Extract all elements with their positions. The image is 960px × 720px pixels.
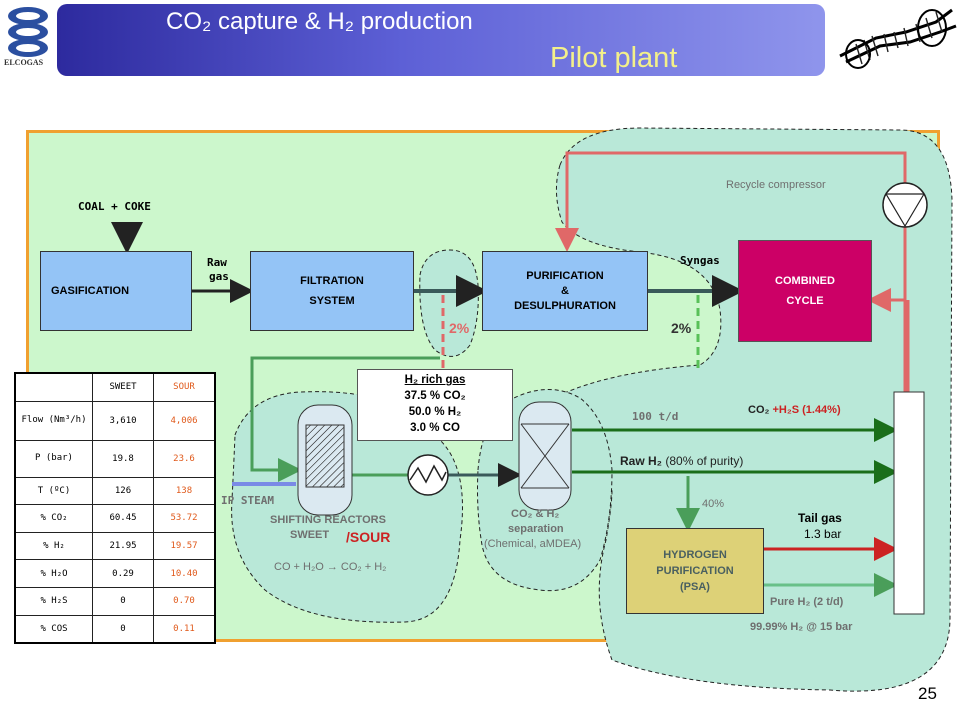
row-sweet: 126 xyxy=(92,476,154,506)
row-sour: 19.57 xyxy=(153,531,216,561)
psa-label-2: PURIFICATION xyxy=(656,565,734,577)
row-sour: 10.40 xyxy=(153,559,216,588)
purification-label-1: PURIFICATION xyxy=(526,269,604,282)
row-label: % H₂O xyxy=(14,559,93,588)
co2-h2s-prefix: CO₂ xyxy=(748,404,770,416)
shift-reaction-label: CO + H₂O → CO₂ + H₂ xyxy=(274,561,387,573)
h2-rich-co: 3.0 % CO xyxy=(410,422,460,434)
shifting-sweet-label: SWEET xyxy=(290,529,330,541)
pure-h2-spec-label: 99.99% H₂ @ 15 bar xyxy=(750,621,853,633)
pct-left-label: 2% xyxy=(449,320,470,336)
pipe-recycle xyxy=(555,151,907,392)
row-sweet: 3,610 xyxy=(92,400,154,441)
row-sweet: 19.8 xyxy=(92,439,154,478)
row-label: Flow (Nm³/h) xyxy=(14,400,93,441)
page-title: CO₂ capture & H₂ production xyxy=(166,8,473,35)
table-row: T (ºC) 126 138 xyxy=(14,476,216,506)
recycle-compressor-icon xyxy=(882,182,928,228)
combined-cycle-label-1: COMBINED xyxy=(775,275,835,287)
tail-gas-label-1: Tail gas xyxy=(798,511,842,525)
tail-gas-label-2: 1.3 bar xyxy=(804,527,842,541)
psa-label-3: (PSA) xyxy=(680,581,710,593)
zone-filter-link xyxy=(419,249,479,357)
table-row: % H₂ 21.95 19.57 xyxy=(14,531,216,561)
filtration-unit: FILTRATION SYSTEM xyxy=(250,251,414,331)
gas-turbine-icon xyxy=(836,2,958,76)
raw-h2-label: Raw H₂ (80% of purity) xyxy=(620,454,743,468)
row-sour: 138 xyxy=(153,476,216,506)
table-row: % CO₂ 60.45 53.72 xyxy=(14,504,216,533)
row-sour: 4,006 xyxy=(153,400,216,441)
h2-rich-h2: 50.0 % H₂ xyxy=(408,406,462,418)
separation-label-3: (Chemical, aMDEA) xyxy=(484,538,582,550)
gasification-unit: GASIFICATION xyxy=(40,251,192,331)
row-sour: 23.6 xyxy=(153,439,216,478)
pure-h2-label: Pure H₂ (2 t/d) xyxy=(770,596,844,608)
row-label: P (bar) xyxy=(14,439,93,478)
filtration-label-1: FILTRATION xyxy=(300,275,364,287)
row-label: % H₂S xyxy=(14,586,93,616)
raw-h2-suffix: (80% of purity) xyxy=(665,454,744,468)
h2-rich-gas-box: H₂ rich gas 37.5 % CO₂ 50.0 % H₂ 3.0 % C… xyxy=(357,369,513,441)
page-subtitle: Pilot plant xyxy=(550,42,678,74)
table-header-row: SWEET SOUR xyxy=(14,372,216,402)
row-sour: 0.70 xyxy=(153,586,216,616)
psa-unit: HYDROGEN PURIFICATION (PSA) xyxy=(626,528,764,614)
separation-column-icon xyxy=(518,401,572,511)
table-row: % COS 0 0.11 xyxy=(14,614,216,644)
table-row: P (bar) 19.8 23.6 xyxy=(14,439,216,478)
purification-label-2: & xyxy=(561,284,569,297)
row-sour: 53.72 xyxy=(153,504,216,533)
row-sour: 0.11 xyxy=(153,614,216,644)
table-header-sweet: SWEET xyxy=(92,372,154,402)
pct-right-label: 2% xyxy=(671,320,692,336)
title-banner xyxy=(57,4,825,76)
elcogas-logo-icon xyxy=(2,4,54,74)
composition-table: SWEET SOUR Flow (Nm³/h) 3,610 4,006 P (b… xyxy=(14,372,216,645)
row-sweet: 60.45 xyxy=(92,504,154,533)
logo-text: ELCOGAS xyxy=(4,58,44,67)
filtration-label-2: SYSTEM xyxy=(309,295,355,307)
co2-h2s-suffix: +H₂S (1.44%) xyxy=(772,404,841,416)
table-row: % H₂O 0.29 10.40 xyxy=(14,559,216,588)
table-row: Flow (Nm³/h) 3,610 4,006 xyxy=(14,400,216,441)
h2-rich-title: H₂ rich gas xyxy=(404,374,466,386)
separation-label-2: separation xyxy=(508,523,564,535)
shifting-sour-label: /SOUR xyxy=(346,529,391,545)
row-sweet: 0 xyxy=(92,586,154,616)
combined-cycle-unit: COMBINED CYCLE xyxy=(738,240,872,342)
co2-h2s-label: CO₂ +H₂S (1.44%) xyxy=(748,404,841,416)
heat-exchanger-icon xyxy=(407,454,449,496)
recycle-compressor-label: Recycle compressor xyxy=(726,179,826,191)
shifting-reactor-icon xyxy=(297,404,353,516)
raw-gas-label-1: Raw xyxy=(207,256,227,269)
coal-coke-label: COAL + COKE xyxy=(78,200,151,213)
combined-cycle-label-2: CYCLE xyxy=(786,295,824,307)
row-sweet: 21.95 xyxy=(92,531,154,561)
syngas-label: Syngas xyxy=(680,254,720,267)
row-sweet: 0.29 xyxy=(92,559,154,588)
receiver-column xyxy=(893,391,925,615)
separation-label-1: CO₂ & H₂ xyxy=(511,508,560,520)
table-row: % H₂S 0 0.70 xyxy=(14,586,216,616)
table-header-cell xyxy=(14,372,93,402)
purification-unit: PURIFICATION & DESULPHURATION xyxy=(482,251,648,331)
flow-100-label: 100 t/d xyxy=(632,410,679,423)
purification-label-3: DESULPHURATION xyxy=(514,299,616,312)
row-label: T (ºC) xyxy=(14,476,93,506)
row-sweet: 0 xyxy=(92,614,154,644)
row-label: % COS xyxy=(14,614,93,644)
table-header-sour: SOUR xyxy=(153,372,216,402)
h2-rich-co2: 37.5 % CO₂ xyxy=(404,390,466,402)
psa-label-1: HYDROGEN xyxy=(663,549,727,561)
ip-steam-label: IP STEAM xyxy=(221,494,274,507)
raw-h2-prefix: Raw H₂ xyxy=(620,454,663,468)
pipe-feed-shifting xyxy=(250,356,440,482)
row-label: % CO₂ xyxy=(14,504,93,533)
shifting-label-1: SHIFTING REACTORS xyxy=(270,514,386,526)
raw-gas-label-2: gas xyxy=(209,270,229,283)
row-label: % H₂ xyxy=(14,531,93,561)
page-number: 25 xyxy=(918,684,937,703)
pct-40-label: 40% xyxy=(702,498,725,510)
